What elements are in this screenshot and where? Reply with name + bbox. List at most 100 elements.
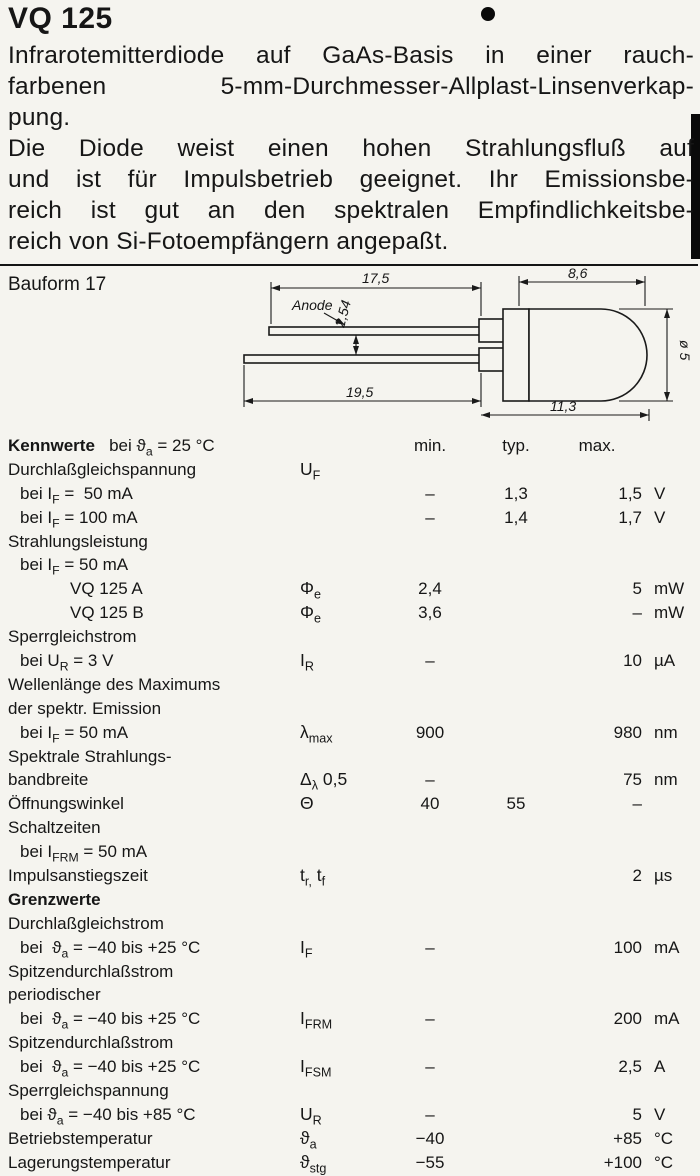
text-line: reich von Si-Fotoempfängern angepaßt. [8, 228, 449, 255]
cell-sym [300, 530, 380, 554]
cell-typ [480, 888, 552, 912]
body-flange [502, 308, 530, 402]
cell-max [552, 960, 642, 984]
cell-label: Öffnungswinkel [8, 794, 124, 814]
cell-sym: UF [300, 458, 321, 483]
spec-row: Strahlungsleistung [8, 530, 698, 554]
spec-row: bei IFRM = 50 mA [8, 840, 698, 864]
cell-max: +100 [603, 1152, 642, 1172]
cell-min [380, 1031, 480, 1055]
spec-row: bei IF = 50 mA [8, 553, 698, 577]
cell-label: Strahlungsleistung [8, 531, 148, 551]
cell-min [380, 530, 480, 554]
cell-unit [642, 888, 700, 912]
cell-sym: IFSM [300, 1056, 332, 1080]
dim-label-body: 11,3 [550, 398, 576, 414]
cell-typ [480, 458, 552, 482]
cell-sym [300, 697, 380, 721]
cell-typ [480, 864, 552, 888]
cell-unit: A [654, 1057, 666, 1077]
text-line: und ist für Impulsbetrieb geeignet. Ihr … [8, 166, 694, 193]
cell-max [552, 912, 642, 936]
cell-label: Spitzendurchlaßstrom [8, 961, 174, 981]
cell-typ [480, 1031, 552, 1055]
text-line: Infrarotemitterdiode auf GaAs-Basis in e… [8, 42, 694, 69]
cell-unit: V [654, 483, 666, 503]
cell-label: bei ϑa = −40 bis +25 °C [20, 1057, 201, 1080]
cell-typ [480, 577, 552, 601]
spec-row: periodischer [8, 983, 698, 1007]
cell-max: 75 [623, 770, 642, 790]
cell-sym [300, 1031, 380, 1055]
intro-paragraph-2: Die Diode weist einen hohen Strahlungsfl… [8, 133, 694, 257]
cell-label: Grenzwerte [8, 889, 101, 909]
cell-min: 2,4 [418, 579, 442, 599]
cell-label: Betriebstemperatur [8, 1128, 153, 1148]
cell-sym [300, 625, 380, 649]
cell-typ [480, 840, 552, 864]
cell-label: bei ϑa = −40 bis +25 °C [20, 937, 201, 961]
cell-min: – [425, 1104, 435, 1124]
package-drawing: 17,5 8,6 2,54 19,5 11,3 ø 5 Anode [243, 268, 693, 421]
cell-min [380, 553, 480, 577]
cell-label: bei IF = 50 mA [20, 483, 133, 507]
cell-typ [480, 1127, 552, 1151]
cell-max: – [632, 794, 642, 814]
cell-sym [300, 888, 380, 912]
cell-max [552, 697, 642, 721]
anode-label: Anode [291, 297, 333, 313]
cell-label: Impulsanstiegszeit [8, 866, 148, 886]
cell-min [380, 697, 480, 721]
cell-typ [480, 721, 552, 745]
cell-min [380, 816, 480, 840]
cell-label: VQ 125 A [70, 579, 143, 599]
dim-label-lead-bottom: 19,5 [346, 384, 373, 400]
cell-label: Wellenlänge des Maximums [8, 674, 221, 694]
intro-paragraph-1: Infrarotemitterdiode auf GaAs-Basis in e… [8, 40, 694, 133]
bauform-label: Bauform 17 [8, 274, 107, 295]
dimension-lines [243, 276, 673, 421]
cell-typ [480, 649, 552, 673]
cell-sym [300, 912, 380, 936]
cell-typ: typ. [502, 436, 530, 455]
text-line: reich ist gut an den spektralen Empfindl… [8, 197, 694, 224]
cell-typ [480, 936, 552, 960]
cell-sym [300, 434, 380, 458]
cell-max [552, 745, 642, 769]
cell-unit [642, 792, 700, 816]
spec-row: Sperrgleichspannung [8, 1079, 698, 1103]
cell-min [380, 864, 480, 888]
cell-unit: mW [654, 603, 685, 623]
cell-unit: mA [654, 1009, 680, 1029]
cell-sym: tr, tf [300, 865, 326, 889]
cell-sym: IF [300, 936, 313, 961]
cell-typ [480, 745, 552, 769]
lead-tab-bottom [478, 347, 506, 372]
cell-min: −40 [415, 1128, 445, 1148]
cell-max [552, 840, 642, 864]
cell-unit: °C [654, 1128, 674, 1148]
cell-label: bei ϑa = −40 bis +85 °C [20, 1104, 196, 1128]
cell-unit [642, 434, 700, 458]
cell-min: – [425, 770, 435, 790]
cell-max: max. [578, 436, 616, 455]
cell-min [380, 458, 480, 482]
cell-unit [642, 745, 700, 769]
cell-typ [480, 816, 552, 840]
cell-unit [642, 960, 700, 984]
spec-row: der spektr. Emission [8, 697, 698, 721]
cell-label: Kennwerte bei ϑa = 25 °C [8, 436, 215, 459]
cell-unit: nm [654, 722, 678, 742]
cell-label: bandbreite [8, 770, 89, 790]
cell-max: 1,5 [618, 483, 642, 503]
cell-min [380, 960, 480, 984]
